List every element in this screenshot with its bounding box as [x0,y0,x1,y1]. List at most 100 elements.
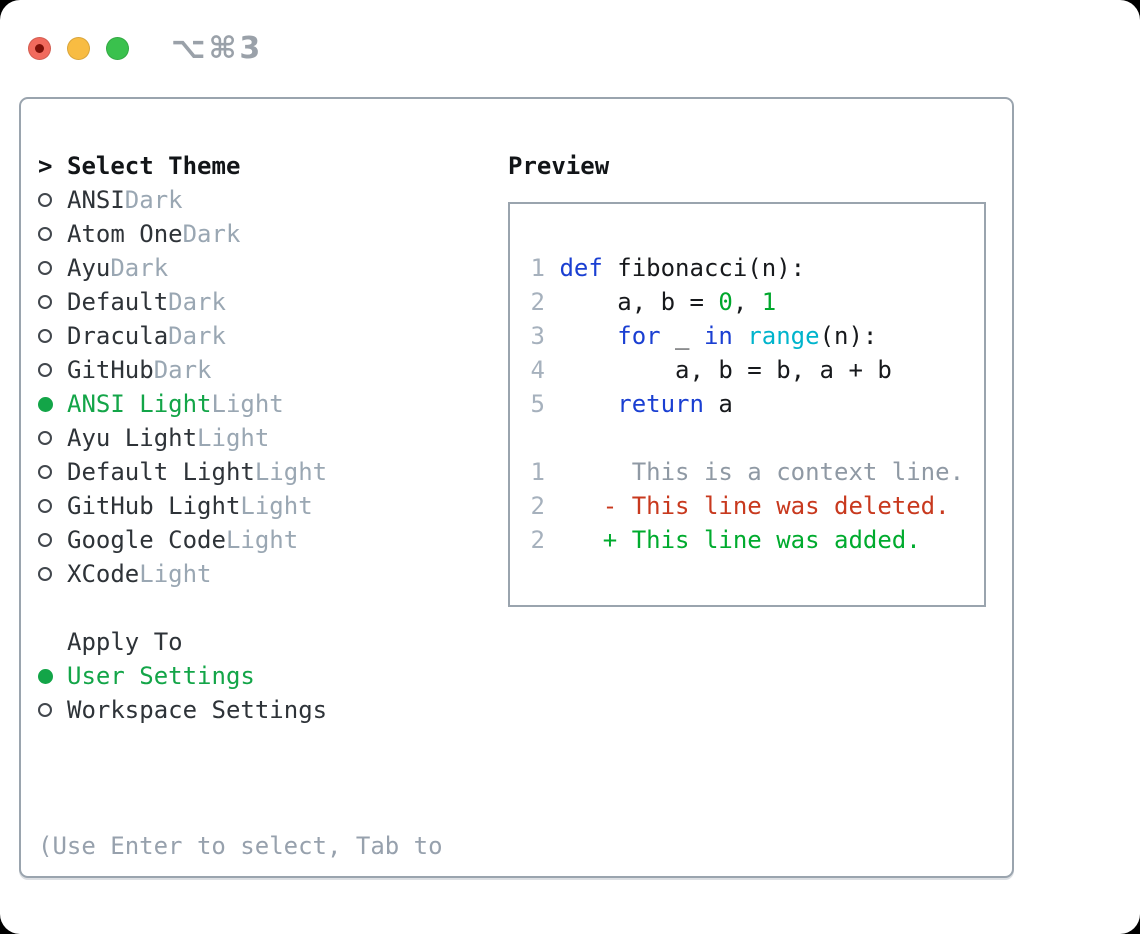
code-token-context: This is a context line. [559,458,965,486]
theme-option[interactable]: GitHub Dark [38,353,508,387]
spacer-row [38,591,508,625]
radio-icon [38,363,52,377]
code-token-code_fg [559,390,617,418]
theme-label: ANSI [67,186,125,214]
theme-label: Google Code [67,526,226,554]
code-line: 1 This is a context line. [530,455,984,489]
theme-option[interactable]: Ayu Dark [38,251,508,285]
theme-variant-tag: Dark [124,186,183,214]
prompt-icon: > [38,152,53,180]
theme-option[interactable]: Dracula Dark [38,319,508,353]
radio-selected-icon [38,668,53,684]
theme-option[interactable]: Default Dark [38,285,508,319]
theme-label: Default [67,288,169,316]
apply-target-label: Workspace Settings [67,696,328,724]
radio-icon [38,703,52,717]
theme-variant-tag: Dark [110,254,169,282]
select-theme-heading: > Select Theme [38,149,508,183]
radio-icon [38,227,52,241]
preview-heading: Preview [508,152,610,180]
code-line: 1 def fibonacci(n): [530,251,984,285]
radio-icon [38,567,52,581]
help-line-1: (Use Enter to select, Tab to [38,832,443,860]
apply-target-label: User Settings [67,662,255,690]
apply-to-heading: Apply To [38,625,508,659]
line-number: 5 [530,390,545,418]
theme-label: GitHub Light [67,492,241,520]
minimize-button[interactable] [67,37,90,60]
apply-target-option[interactable]: User Settings [38,659,508,693]
code-token-code_fg: a, b = [559,288,719,316]
theme-label: ANSI Light [67,390,212,418]
code-line: 2 - This line was deleted. [530,489,984,523]
line-number: 3 [530,322,545,350]
zoom-button[interactable] [106,37,129,60]
theme-variant-tag: Light [197,424,270,452]
right-column: Preview 1 def fibonacci(n):2 a, b = 0, 1… [508,149,990,876]
line-number: 4 [530,356,545,384]
theme-variant-tag: Dark [182,220,241,248]
radio-icon [38,431,52,445]
code-token-keyword: for [617,322,661,350]
code-token-keyword: in [703,322,733,350]
theme-option[interactable]: Google Code Light [38,523,508,557]
line-number: 1 [530,458,545,486]
code-token-keyword: def [559,254,603,282]
code-token-deleted: - This line was deleted. [559,492,950,520]
apply-target-option[interactable]: Workspace Settings [38,693,508,727]
code-token-code_fg: _ [660,322,704,350]
theme-variant-tag: Light [139,560,212,588]
theme-option[interactable]: XCode Light [38,557,508,591]
radio-icon [38,329,52,343]
theme-option[interactable]: Ayu Light Light [38,421,508,455]
code-token-builtin: range [747,322,820,350]
close-button[interactable] [28,37,51,60]
title-bar: ⌥⌘3 [0,0,1140,97]
theme-label: Ayu Light [67,424,198,452]
apply-to-title: Apply To [67,628,183,656]
theme-option[interactable]: ANSI Dark [38,183,508,217]
theme-option[interactable]: ANSI Light Light [38,387,508,421]
theme-option[interactable]: GitHub Light Light [38,489,508,523]
theme-label: GitHub [67,356,154,384]
theme-label: Atom One [67,220,183,248]
theme-label: Default Light [67,458,255,486]
radio-icon [38,465,52,479]
code-token-number: 0 [718,288,733,316]
theme-variant-tag: Dark [168,322,226,350]
code-line: 3 for _ in range(n): [530,319,984,353]
code-token-code_fg: a, b = b, a + b [559,356,892,384]
radio-icon [38,261,52,275]
theme-variant-tag: Light [225,526,299,554]
line-number: 2 [530,492,545,520]
code-line: 5 return a [530,387,984,421]
code-token-number: 1 [761,288,777,316]
theme-variant-tag: Light [211,390,284,418]
theme-variant-tag: Light [240,492,313,520]
code-token-code_fg: fibonacci(n): [602,254,806,282]
code-line: 2 + This line was added. [530,523,984,557]
radio-icon [38,533,52,547]
select-theme-title: Select Theme [67,152,241,180]
theme-label: Dracula [67,322,169,350]
theme-variant-tag: Dark [168,288,226,316]
theme-label: Ayu [67,254,111,282]
code-token-code_fg: a [703,390,733,418]
code-token-code_fg: (n): [819,322,878,350]
theme-option[interactable]: Atom One Dark [38,217,508,251]
code-token-code_fg: , [732,288,762,316]
spacer-row [38,727,508,761]
code-token-code_fg [733,322,747,350]
code-line: 2 a, b = 0, 1 [530,285,984,319]
line-number: 1 [530,254,545,282]
code-token-keyword: return [617,390,704,418]
theme-option[interactable]: Default Light Light [38,455,508,489]
window-shortcut-label: ⌥⌘3 [171,31,264,66]
theme-variant-tag: Light [254,458,328,486]
